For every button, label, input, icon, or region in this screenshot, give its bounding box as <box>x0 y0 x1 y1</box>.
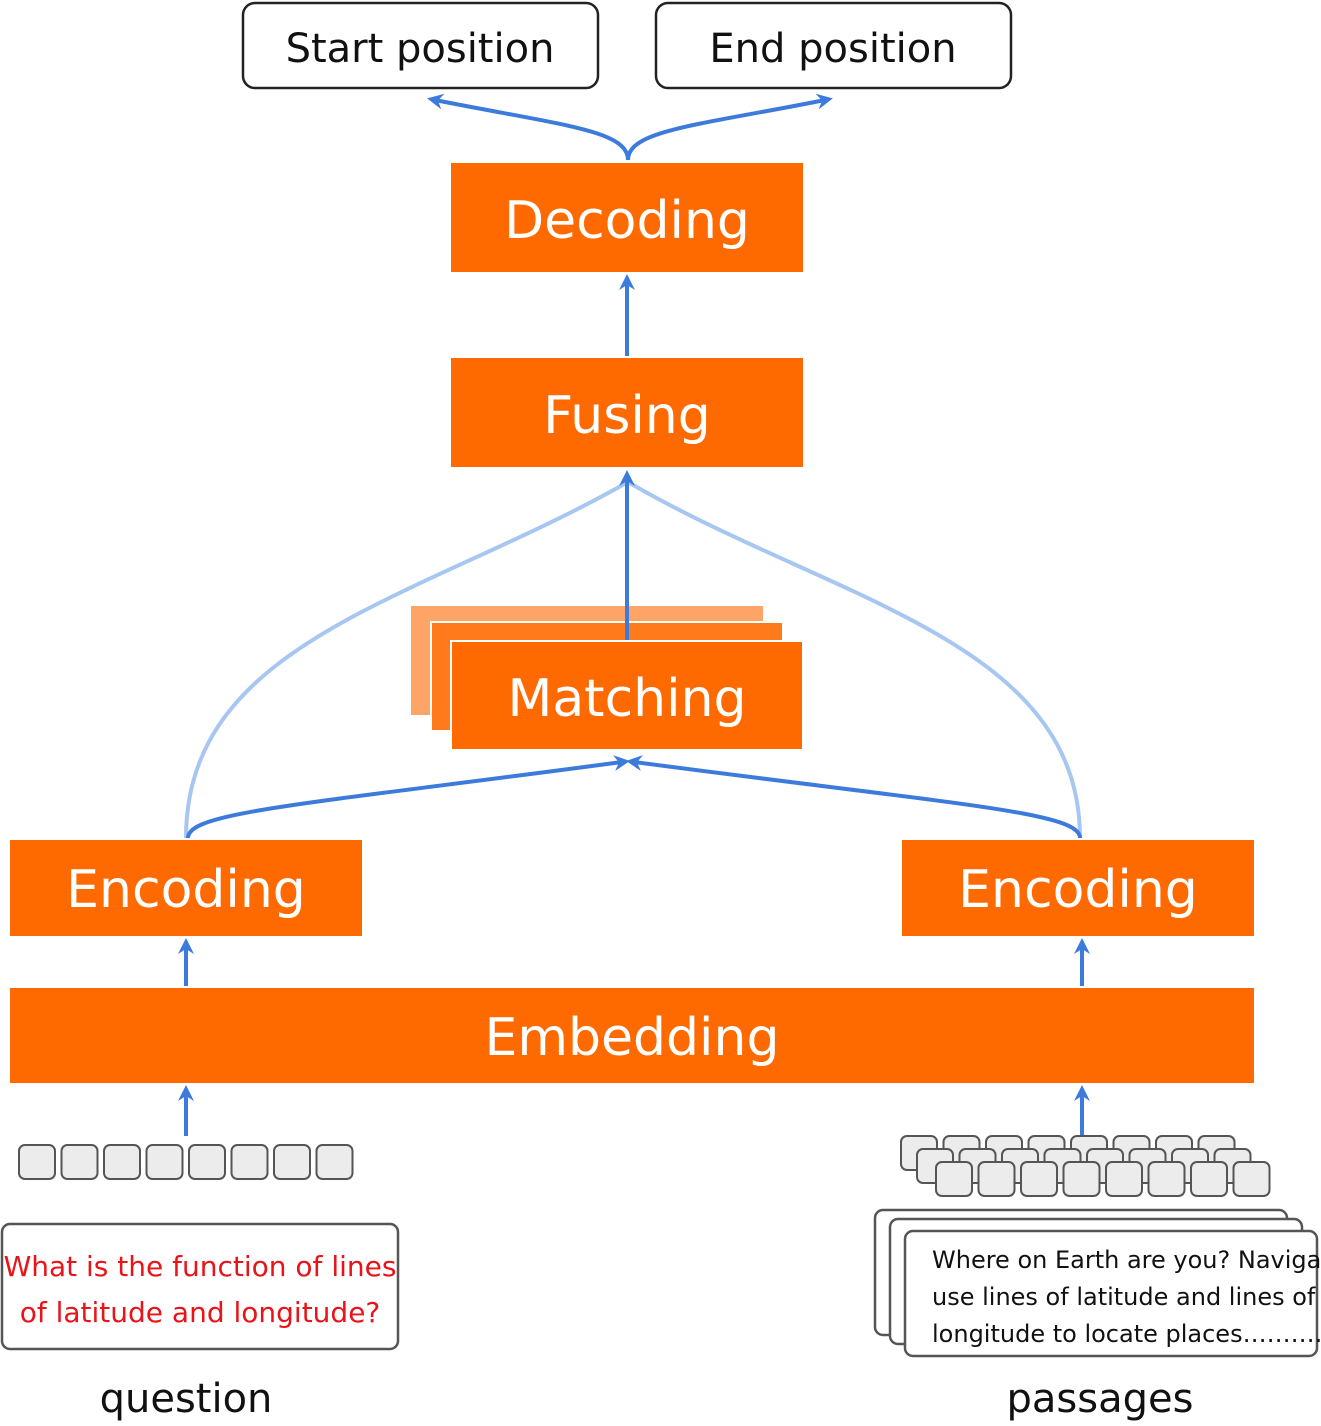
arrow-to-start <box>427 93 630 161</box>
passage-token <box>977 1161 1016 1197</box>
encoding-passage-block <box>902 840 1254 936</box>
question-token <box>103 1144 141 1180</box>
decoding-block <box>451 163 803 272</box>
passage-text-line-1: Where on Earth are you? Navigators <box>932 1246 1321 1274</box>
fusing-block <box>451 358 803 467</box>
encoding-question-block <box>10 840 362 936</box>
question-box <box>0 1222 400 1351</box>
passage-token <box>1190 1161 1228 1197</box>
passage-token <box>935 1161 973 1197</box>
question-token <box>188 1144 226 1180</box>
end-position-box <box>654 1 1013 90</box>
passage-token <box>1147 1161 1186 1197</box>
arrow-encoding-p-to-matching <box>626 755 1082 839</box>
question-token <box>230 1144 269 1180</box>
question-token <box>145 1144 184 1180</box>
question-token <box>60 1144 99 1180</box>
question-text-line-2: of latitude and longitude? <box>20 1296 381 1329</box>
passage-token <box>1020 1161 1058 1197</box>
fusing-label: Fusing <box>543 386 711 446</box>
question-text-line-1: What is the function of lines <box>4 1250 397 1283</box>
matching-block <box>450 640 804 751</box>
question-token <box>18 1144 56 1180</box>
passage-text-line-3: longitude to locate places………. <box>932 1320 1321 1348</box>
decoding-label: Decoding <box>504 191 750 251</box>
question-token-row <box>18 1144 354 1180</box>
arrow-to-end <box>626 93 833 161</box>
passage-box <box>903 1229 1319 1358</box>
passage-token <box>1062 1161 1101 1197</box>
end-position-label: End position <box>709 26 956 72</box>
skip-curve-question <box>184 480 629 839</box>
passage-token-rows <box>900 1135 1271 1197</box>
encoding-question-label: Encoding <box>66 860 306 920</box>
passage-text-line-2: use lines of latitude and lines of <box>932 1283 1316 1311</box>
start-position-box <box>241 1 600 90</box>
skip-curve-passage <box>626 480 1082 839</box>
embedding-block <box>10 988 1254 1083</box>
start-position-label: Start position <box>286 26 555 72</box>
passage-token <box>1232 1161 1271 1197</box>
matching-label: Matching <box>507 669 746 729</box>
passages-caption: passages <box>1007 1376 1194 1422</box>
arrow-encoding-q-to-matching <box>186 755 630 839</box>
passage-token <box>1105 1161 1143 1197</box>
question-caption: question <box>100 1376 273 1422</box>
question-token <box>315 1144 354 1180</box>
encoding-passage-label: Encoding <box>958 860 1198 920</box>
question-token <box>273 1144 311 1180</box>
embedding-label: Embedding <box>485 1008 780 1068</box>
